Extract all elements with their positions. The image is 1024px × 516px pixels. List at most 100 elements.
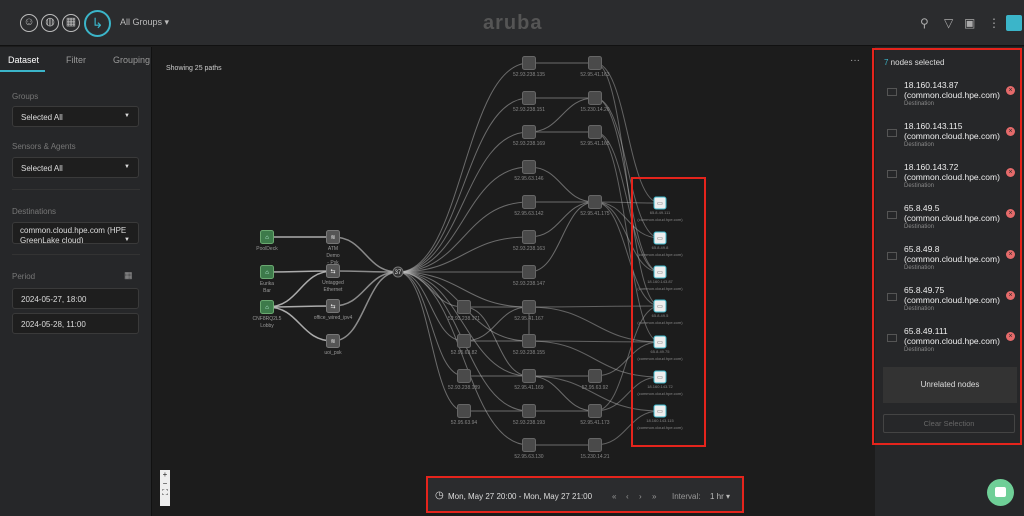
hub-node[interactable] (392, 266, 404, 278)
network-node[interactable] (326, 334, 340, 348)
tab-filter[interactable]: Filter (66, 55, 86, 65)
apps-grid-icon[interactable]: ▦ (62, 14, 80, 32)
hop-node[interactable] (522, 300, 536, 314)
sensors-select[interactable]: Selected All▼ (12, 157, 139, 178)
source-node[interactable] (260, 300, 274, 314)
destination-node[interactable] (653, 404, 667, 418)
hop-node[interactable] (522, 334, 536, 348)
tab-dataset[interactable]: Dataset (8, 55, 40, 65)
hop-node[interactable] (522, 125, 536, 139)
next-icon[interactable]: › (639, 492, 642, 501)
hop-node[interactable] (522, 404, 536, 418)
node-label: CNF8RQ2L5 (253, 316, 282, 322)
remove-icon[interactable]: × (1006, 332, 1015, 341)
hop-node[interactable] (522, 91, 536, 105)
destination-node[interactable] (653, 196, 667, 210)
network-node[interactable] (326, 299, 340, 313)
hop-node[interactable] (588, 91, 602, 105)
hop-node[interactable] (522, 160, 536, 174)
destination-node[interactable] (653, 335, 667, 349)
destination-node[interactable] (653, 299, 667, 313)
hop-node[interactable] (457, 404, 471, 418)
chat-button[interactable] (987, 479, 1014, 506)
hop-node[interactable] (588, 369, 602, 383)
zoom-controls[interactable]: +−⛶ (160, 470, 170, 506)
calendar-icon[interactable]: ▦ (124, 270, 133, 280)
destination-node[interactable] (653, 231, 667, 245)
remove-icon[interactable]: × (1006, 168, 1015, 177)
showing-paths-label: Showing 25 paths (166, 65, 222, 72)
node-label: 52.95.63.130 (514, 454, 543, 460)
first-page-icon[interactable]: « (612, 492, 617, 501)
clear-selection-button[interactable]: Clear Selection (883, 414, 1015, 433)
unrelated-nodes[interactable]: Unrelated nodes (883, 367, 1017, 403)
destinations-select[interactable]: common.cloud.hpe.com (HPE GreenLake clou… (12, 222, 139, 244)
remove-icon[interactable]: × (1006, 291, 1015, 300)
save-view-button[interactable] (1006, 15, 1022, 31)
fit-icon[interactable]: ⛶ (162, 488, 168, 497)
tab-grouping[interactable]: Grouping (113, 55, 151, 65)
remove-icon[interactable]: × (1006, 86, 1015, 95)
hop-node[interactable] (588, 438, 602, 452)
aruba-logo: aruba (483, 12, 543, 34)
network-node[interactable] (326, 230, 340, 244)
zoom-out-icon[interactable]: − (162, 479, 168, 488)
hop-node[interactable] (588, 195, 602, 209)
monitor-icon (887, 211, 897, 219)
remove-icon[interactable]: × (1006, 127, 1015, 136)
hop-node[interactable] (588, 125, 602, 139)
hop-node[interactable] (522, 265, 536, 279)
notifications-icon[interactable]: ▣ (964, 16, 976, 30)
path-edge (594, 62, 661, 204)
node-label: (common.cloud.hpe.com) (637, 320, 683, 325)
filter-icon[interactable]: ▽ (944, 16, 954, 30)
source-node[interactable] (260, 230, 274, 244)
more-vertical-icon[interactable]: ⋮ (988, 16, 1000, 30)
selected-node-item[interactable]: 18.160.143.115(common.cloud.hpe.com) Des… (875, 121, 1024, 161)
interval-select[interactable]: 1 hr ▾ (710, 492, 731, 501)
remove-icon[interactable]: × (1006, 209, 1015, 218)
node-label: office_wired_ipv4 (314, 315, 353, 321)
selected-node-item[interactable]: 65.8.49.8(common.cloud.hpe.com) Destinat… (875, 244, 1024, 284)
selected-node-item[interactable]: 65.8.49.111(common.cloud.hpe.com) Destin… (875, 326, 1024, 366)
selected-node-item[interactable]: 65.8.49.75(common.cloud.hpe.com) Destina… (875, 285, 1024, 325)
hop-node[interactable] (522, 230, 536, 244)
period-end-input[interactable]: 2024-05-28, 11:00 (12, 313, 139, 334)
hop-node[interactable] (457, 369, 471, 383)
zoom-in-icon[interactable]: + (162, 470, 168, 479)
groups-dropdown[interactable]: All Groups ▾ (120, 17, 170, 27)
node-label: 52.93.238.155 (513, 350, 545, 356)
destination-node[interactable] (653, 370, 667, 384)
hop-node[interactable] (522, 195, 536, 209)
destination-node[interactable] (653, 265, 667, 279)
selected-node-item[interactable]: 18.160.143.87(common.cloud.hpe.com) Dest… (875, 80, 1024, 120)
period-start-input[interactable]: 2024-05-27, 18:00 (12, 288, 139, 309)
search-icon[interactable]: ⚲ (920, 16, 929, 30)
paths-icon[interactable]: ↳ (84, 10, 111, 37)
hop-node[interactable] (588, 404, 602, 418)
selected-node-item[interactable]: 18.160.143.72(common.cloud.hpe.com) Dest… (875, 162, 1024, 202)
path-edge (266, 306, 334, 342)
node-label: 52.95.63.92 (582, 385, 609, 391)
smiley-icon[interactable]: ☺ (20, 14, 38, 32)
network-node[interactable] (326, 264, 340, 278)
path-graph[interactable]: ⌂PoolDeck⌂EurikaBar⌂CNF8RQ2L5Lobby≋ATMDe… (153, 47, 873, 516)
source-node[interactable] (260, 265, 274, 279)
hop-node[interactable] (457, 334, 471, 348)
node-role: Destination (904, 183, 935, 189)
last-page-icon[interactable]: » (652, 492, 657, 501)
more-options-icon[interactable]: ··· (850, 55, 860, 66)
hop-node[interactable] (522, 369, 536, 383)
hop-node[interactable] (457, 300, 471, 314)
selected-node-item[interactable]: 65.8.49.5(common.cloud.hpe.com) Destinat… (875, 203, 1024, 243)
groups-select[interactable]: Selected All▼ (12, 106, 139, 127)
hop-node[interactable] (522, 56, 536, 70)
node-label: (common.cloud.hpe.com) (637, 217, 683, 222)
remove-icon[interactable]: × (1006, 250, 1015, 259)
previous-icon[interactable]: ‹ (626, 492, 629, 501)
path-edge (397, 271, 530, 308)
globe-icon[interactable]: ◍ (41, 14, 59, 32)
hop-node[interactable] (588, 56, 602, 70)
hop-node[interactable] (522, 438, 536, 452)
